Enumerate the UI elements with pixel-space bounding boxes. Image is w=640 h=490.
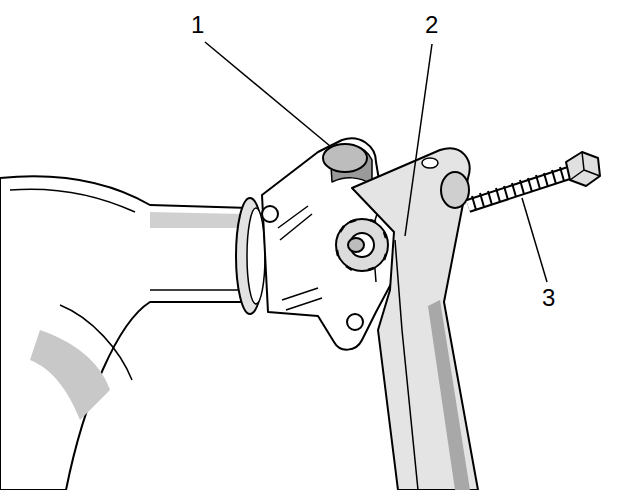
callout-number: 1 xyxy=(191,13,204,37)
leader-lines xyxy=(205,42,547,282)
callout-number: 2 xyxy=(425,13,438,37)
callout-number: 3 xyxy=(542,286,555,310)
